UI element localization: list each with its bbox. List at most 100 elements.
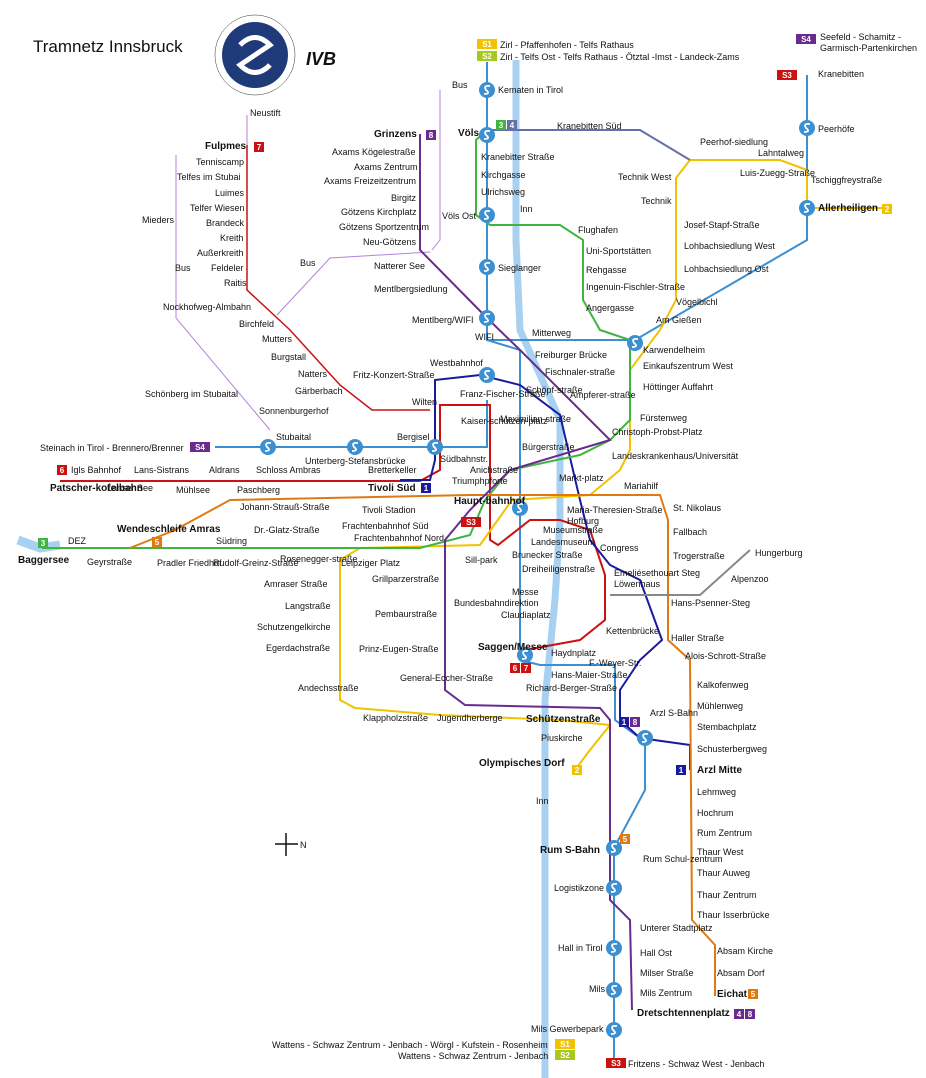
badge-label-l5-25: 5 — [751, 990, 756, 999]
bus-label-1: Bus — [452, 80, 468, 90]
station-label-thaur-zentrum: Thaur Zentrum — [697, 890, 757, 900]
station-label-lanser-see: Lanser See — [107, 483, 153, 493]
station-label-museumstrasse: Museumstraße — [543, 525, 603, 535]
station-label-arzl-sbahn: Arzl S-Bahn — [650, 708, 698, 718]
station-label-neu-goetzens: Neu-Götzens — [363, 237, 417, 247]
badge-label-s3-8: S3 — [611, 1059, 621, 1068]
station-label-congress: Congress — [600, 543, 639, 553]
station-label-einkauf-west: Einkaufszentrum West — [643, 361, 733, 371]
station-label-unterer-stadt: Unterer Stadtplatz — [640, 923, 713, 933]
station-label-grillparzer: Grillparzerstraße — [372, 574, 439, 584]
station-label-telfer-wiesen: Telfer Wiesen — [190, 203, 245, 213]
station-label-prinz-eugen: Prinz-Eugen-Straße — [359, 644, 439, 654]
badge-label-l4-12: 4 — [510, 121, 515, 130]
station-label-peerhofsiedlung: Peerhof-siedlung — [700, 137, 768, 147]
inn-label: Inn — [520, 204, 533, 214]
terminal-s3-north: Kranebitten — [818, 69, 864, 79]
station-label-fischnaler: Fischnaler-straße — [545, 367, 615, 377]
station-label-mieders: Mieders — [142, 215, 175, 225]
station-label-hall-ost: Hall Ost — [640, 948, 673, 958]
station-label-brandeck: Brandeck — [206, 218, 245, 228]
station-label-stapf: Josef-Stapf-Straße — [684, 220, 760, 230]
station-label-igls: Igls Bahnhof — [71, 465, 122, 475]
sbahn-s-glyph-14 — [641, 732, 649, 743]
station-label-sonnenburgerhof: Sonnenburgerhof — [259, 406, 329, 416]
station-label-absam-dorf: Absam Dorf — [717, 968, 765, 978]
station-label-aldrans: Aldrans — [209, 465, 240, 475]
badge-s1-6 — [555, 1039, 575, 1049]
sbahn-s-glyph-17 — [610, 942, 618, 953]
station-label-feldeler: Feldeler — [211, 263, 244, 273]
terminal-s2-north: Zirl - Telfs Ost - Telfs Rathaus - Ötzta… — [500, 52, 740, 62]
station-label-mariahilf: Mariahilf — [624, 481, 659, 491]
station-label-messe: Messe — [512, 587, 539, 597]
station-label-mutters: Mutters — [262, 334, 293, 344]
station-label-mils-zentrum: Mils Zentrum — [640, 988, 692, 998]
badge-l8-21 — [630, 717, 640, 727]
station-label-leipziger: Leipziger Platz — [341, 558, 401, 568]
badge-label-s3-5: S3 — [466, 518, 476, 527]
badge-label-s2-7: S2 — [560, 1051, 570, 1060]
badge-label-l1-23: 1 — [679, 766, 684, 775]
station-label-hall-tirol: Hall in Tirol — [558, 943, 603, 953]
station-label-kirchgasse: Kirchgasse — [481, 170, 526, 180]
station-label-uni-sport: Uni-Sportstätten — [586, 246, 651, 256]
station-label-axams-koegele: Axams Kögelestraße — [332, 147, 416, 157]
station-label-kranebitten-sued: Kranebitten Süd — [557, 121, 622, 131]
station-label-alpenzoo: Alpenzoo — [731, 574, 769, 584]
station-label-eichat: Eichat — [717, 989, 748, 1000]
station-label-grinzens: Grinzens — [374, 129, 417, 140]
station-label-hofburg: Hofburg — [567, 516, 599, 526]
station-label-christoph: Christoph-Probst-Platz — [612, 427, 703, 437]
station-label-bretterkeller: Bretterkeller — [368, 465, 417, 475]
badge-l2-22 — [572, 765, 582, 775]
badge-label-l1-14: 1 — [424, 484, 429, 493]
station-label-muehlsee: Mühlsee — [176, 485, 210, 495]
station-label-sieglanger: Sieglanger — [498, 263, 541, 273]
badge-label-l6-15: 6 — [60, 466, 65, 475]
badge-label-l7-19: 7 — [524, 664, 529, 673]
badge-label-l8-27: 8 — [748, 1010, 753, 1019]
sbahn-line — [215, 62, 808, 1060]
inn-label-south: Inn — [536, 796, 549, 806]
station-label-technik-west: Technik West — [618, 172, 672, 182]
station-label-schloss-ambras: Schloss Ambras — [256, 465, 321, 475]
sbahn-s-glyph-1 — [483, 129, 491, 140]
ivb-logo: IVB — [306, 49, 336, 69]
station-label-olympisches: Olympisches Dorf — [479, 758, 565, 769]
station-label-hoettinger: Höttinger Auffahrt — [643, 382, 713, 392]
line-stubaital — [246, 145, 430, 411]
station-label-flughafen: Flughafen — [578, 225, 618, 235]
badge-s4-2 — [796, 34, 816, 44]
line-4-link — [487, 129, 691, 161]
sbahn-s-glyph-7 — [803, 202, 811, 213]
station-label-klappholz: Klappholzstraße — [363, 713, 428, 723]
station-label-ingenuin: Ingenuin-Fischler-Straße — [586, 282, 685, 292]
station-label-bundesbahndirektion: Bundesbahndirektion — [454, 598, 539, 608]
sbahn-s-glyph-3 — [483, 261, 491, 272]
station-label-egerdach: Egerdachstraße — [266, 643, 330, 653]
station-label-ampferer: Ampferer-straße — [570, 390, 636, 400]
station-label-haller: Haller Straße — [671, 633, 724, 643]
station-label-hungerburg: Hungerburg — [755, 548, 803, 558]
station-label-baggersee: Baggersee — [18, 555, 70, 566]
map-title: Tramnetz Innsbruck — [33, 37, 183, 56]
badge-label-l8-21: 8 — [633, 718, 638, 727]
station-label-lahntalweg: Lahntalweg — [758, 148, 804, 158]
station-label-suedring: Südring — [216, 536, 247, 546]
station-label-patscherkofel: Patscher-kofelbahn — [50, 483, 143, 494]
station-label-stembachplatz: Stembachplatz — [697, 722, 757, 732]
station-label-maria-theresien: Maria-Theresien-Straße — [567, 505, 663, 515]
station-label-langstrasse: Langstraße — [285, 601, 331, 611]
station-label-mils-gewerbe: Mils Gewerbepark — [531, 1024, 604, 1034]
station-label-loewenhaus: Löwenhaus — [614, 579, 661, 589]
station-label-schoepf: Schöpf-straße — [526, 385, 583, 395]
station-label-frachten-sued: Frachtenbahnhof Süd — [342, 521, 429, 531]
station-label-richard-berger: Richard-Berger-Straße — [526, 683, 617, 693]
station-label-st-nikolaus: St. Nikolaus — [673, 503, 722, 513]
station-label-maximilian: Maximilian-straße — [500, 414, 571, 424]
station-label-voegelbichl: Vögelbichl — [676, 297, 718, 307]
station-label-kreith: Kreith — [220, 233, 244, 243]
station-label-dretschtennen: Dretschtennenplatz — [637, 1008, 730, 1019]
